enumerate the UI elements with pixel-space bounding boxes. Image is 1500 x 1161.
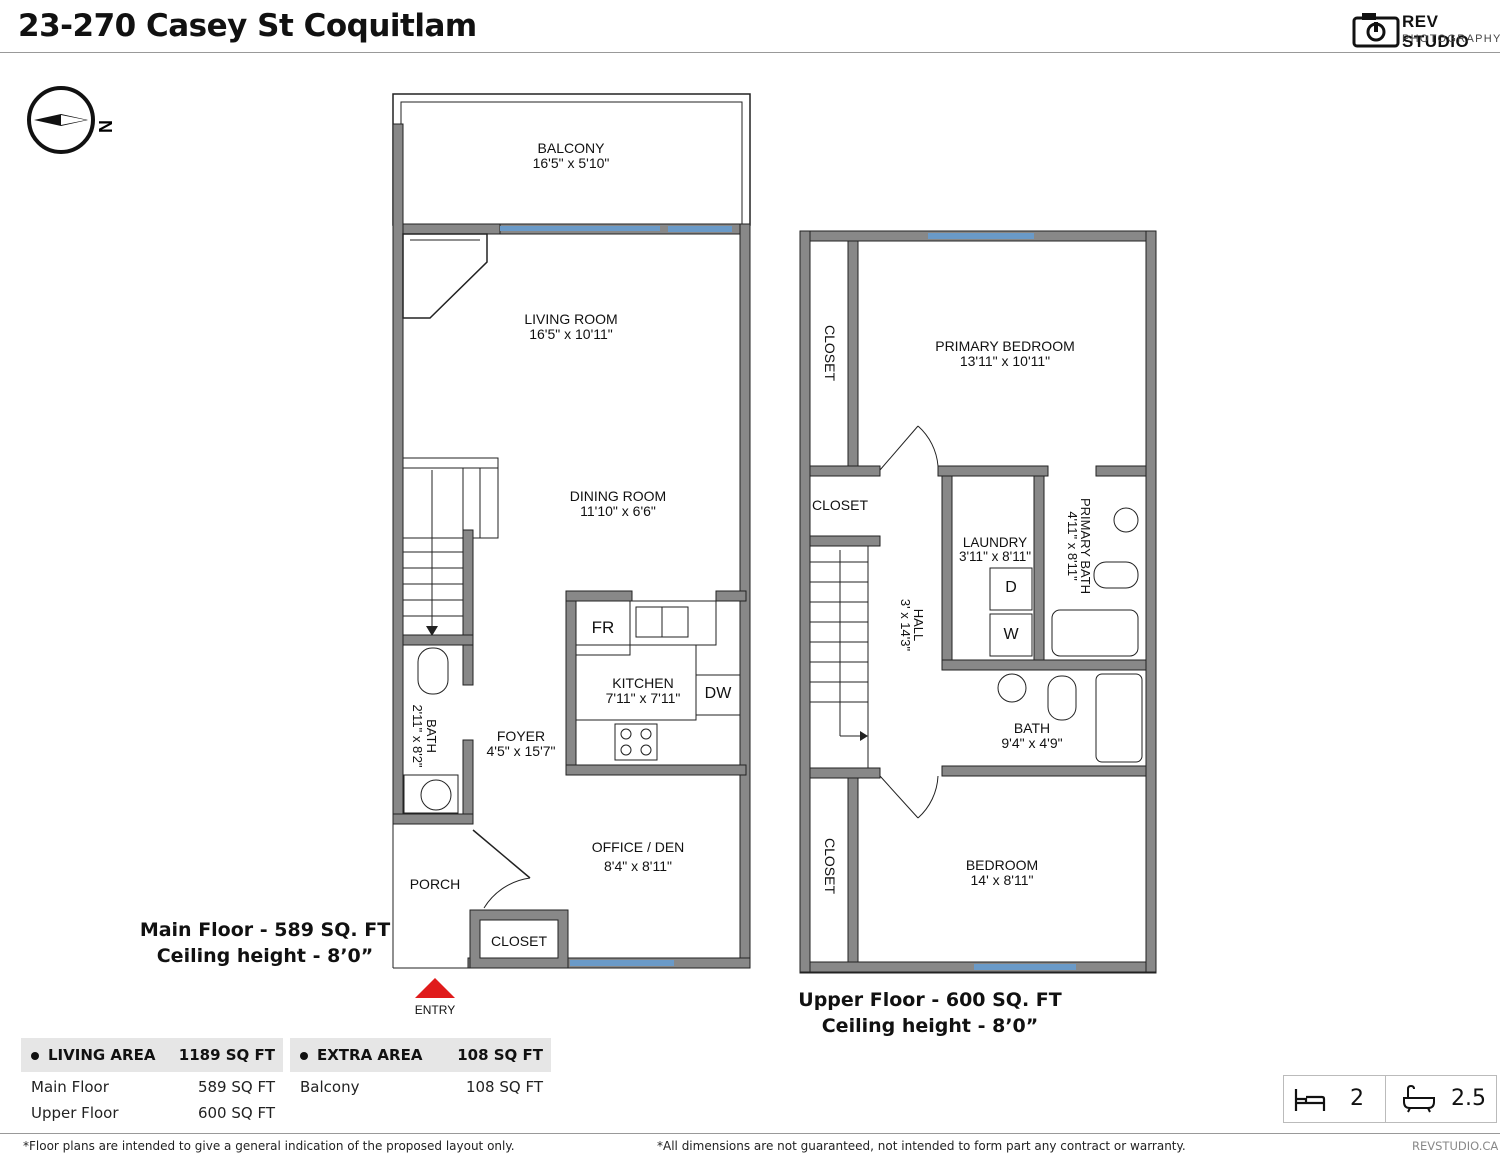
logo-subtitle: PHOTOGRAPHY — [1402, 33, 1500, 45]
balcony-outline — [392, 93, 751, 226]
camera-logo-icon — [1352, 13, 1400, 48]
main-floor-area: Main Floor - 589 SQ. FT — [139, 919, 391, 941]
row-value: 589 SQ FT — [197, 1078, 275, 1096]
table-row: Balcony 108 SQ FT — [290, 1074, 551, 1100]
row-label: Main Floor — [31, 1078, 109, 1096]
bathtub-fixture-icon — [1095, 673, 1143, 763]
extra-area-header: EXTRA AREA 108 SQ FT — [290, 1038, 551, 1072]
upper-floor-title: Upper Floor - 600 SQ. FT Ceiling height … — [780, 987, 1080, 1039]
main-floor-plan — [392, 93, 751, 998]
window — [570, 960, 674, 966]
living-area-heading: LIVING AREA — [48, 1046, 156, 1064]
sink-icon — [1113, 507, 1139, 533]
bed-icon — [1294, 1089, 1326, 1111]
footer-divider — [0, 1133, 1500, 1134]
bullet-icon — [300, 1051, 308, 1060]
page-title: 23-270 Casey St Coquitlam — [18, 8, 477, 44]
stairs-icon — [809, 545, 869, 769]
living-area-header: LIVING AREA 1189 SQ FT — [21, 1038, 283, 1072]
row-value: 108 SQ FT — [465, 1078, 543, 1096]
main-floor-title: Main Floor - 589 SQ. FT Ceiling height -… — [120, 917, 410, 969]
window — [928, 233, 1034, 239]
table-row: Main Floor 589 SQ FT — [21, 1074, 283, 1100]
window — [974, 964, 1076, 970]
stove-icon — [614, 723, 658, 761]
logo-brand: REV STUDIO — [1402, 12, 1470, 51]
stairs-icon — [402, 457, 499, 637]
main-floor-ceiling: Ceiling height - 8’0” — [156, 945, 374, 967]
fridge-icon — [575, 600, 631, 656]
upper-floor-plan — [799, 230, 1157, 974]
footer-website: REVSTUDIO.CA — [1412, 1139, 1499, 1153]
bullet-icon — [31, 1051, 39, 1060]
toilet-icon — [1047, 675, 1077, 721]
bathroom-count: 2.5 — [1451, 1086, 1486, 1111]
footer-disclaimer-left: *Floor plans are intended to give a gene… — [23, 1139, 515, 1153]
entry-arrow-icon — [415, 978, 455, 998]
extra-area-total: 108 SQ FT — [457, 1046, 543, 1064]
extra-area-heading: EXTRA AREA — [317, 1046, 423, 1064]
bathtub-fixture-icon — [1051, 609, 1139, 657]
sink-icon — [420, 779, 452, 811]
upper-floor-ceiling: Ceiling height - 8’0” — [821, 1015, 1039, 1037]
row-label: Upper Floor — [31, 1104, 119, 1122]
window — [668, 226, 732, 232]
bed-bath-summary — [1283, 1075, 1497, 1123]
upper-floor-area: Upper Floor - 600 SQ. FT — [798, 989, 1062, 1011]
toilet-icon — [1093, 561, 1139, 589]
table-row: Upper Floor 600 SQ FT — [21, 1100, 283, 1126]
row-label: Balcony — [300, 1078, 360, 1096]
compass-north-label: N — [95, 120, 115, 133]
summary-divider — [1385, 1075, 1386, 1123]
toilet-icon — [417, 647, 449, 695]
living-area-total: 1189 SQ FT — [178, 1046, 275, 1064]
header-divider — [0, 52, 1500, 53]
footer-disclaimer-right: *All dimensions are not guaranteed, not … — [657, 1139, 1186, 1153]
extra-area-table: EXTRA AREA 108 SQ FT Balcony 108 SQ FT — [290, 1038, 551, 1100]
fireplace-icon — [402, 233, 488, 319]
dishwasher-icon — [695, 674, 741, 716]
patio-door-window — [500, 226, 660, 231]
compass-icon: N — [27, 86, 115, 154]
row-value: 600 SQ FT — [197, 1104, 275, 1122]
dryer-icon — [989, 567, 1033, 611]
bedroom-count: 2 — [1350, 1086, 1364, 1111]
bathtub-icon — [1403, 1084, 1435, 1113]
sink-icon — [997, 673, 1027, 703]
living-area-table: LIVING AREA 1189 SQ FT Main Floor 589 SQ… — [21, 1038, 283, 1126]
washer-icon — [989, 613, 1033, 657]
